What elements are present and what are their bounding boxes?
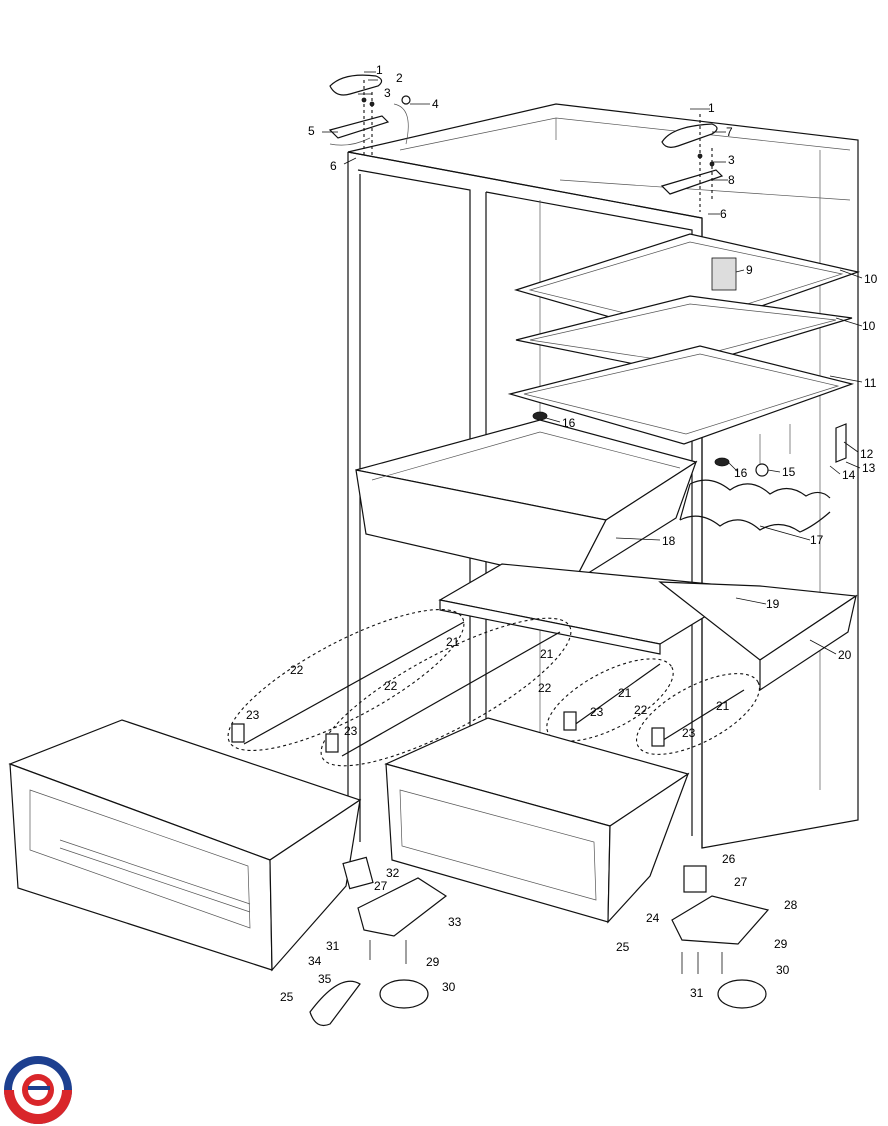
callout-29: 29 [774,937,788,951]
callout-1: 1 [708,101,715,115]
brand-logo-icon [4,1056,72,1124]
right-vegetable-bin [384,717,690,924]
wine-rack [679,479,831,533]
cabinet-outline [347,103,859,849]
knob-icon [755,463,769,477]
bracket-icon [835,423,847,463]
callout-15: 15 [782,465,796,479]
right-bottom-hinge-assembly [671,865,770,1009]
callout-18: 18 [662,534,676,548]
callout-11: 11 [864,376,877,390]
callout-21: 21 [618,686,632,700]
callout-2: 2 [396,71,403,85]
hinge-cover-icon [661,123,718,148]
callout-30: 30 [442,980,456,994]
callout-20: 20 [838,648,852,662]
handle-key-icon [309,980,361,1027]
callout-22: 22 [634,703,648,717]
callout-22: 22 [538,681,552,695]
callout-24: 24 [646,911,660,925]
label-sticker-icon [711,257,737,291]
callout-22: 22 [290,663,304,677]
right-top-hinge-assembly [660,114,724,212]
callout-12: 12 [860,447,874,461]
callout-22: 22 [384,679,398,693]
callout-31: 31 [690,986,704,1000]
callout-4: 4 [432,97,439,111]
callout-27: 27 [734,875,748,889]
clip-icon [714,457,730,467]
callout-30: 30 [776,963,790,977]
callout-14: 14 [842,468,856,482]
callout-33: 33 [448,915,462,929]
callout-3: 3 [384,86,391,100]
callout-21: 21 [540,647,554,661]
callout-9: 9 [746,263,753,277]
callout-10: 10 [862,319,876,333]
callout-6: 6 [720,207,727,221]
callout-29: 29 [426,955,440,969]
callout-23: 23 [246,708,260,722]
small-parts [532,411,847,477]
callout-23: 23 [590,705,604,719]
callout-35: 35 [318,972,332,986]
callout-3: 3 [728,153,735,167]
leader-lines [322,71,863,655]
callout-32: 32 [386,866,400,880]
callout-28: 28 [784,898,798,912]
callout-labels: 1 2 3 4 5 6 1 7 3 8 6 9 10 10 11 12 13 1… [246,63,878,1004]
tray-and-chiller [438,563,858,692]
callout-8: 8 [728,173,735,187]
callout-23: 23 [682,726,696,740]
callout-26: 26 [722,852,736,866]
callout-6: 6 [330,159,337,173]
hinge-cover-icon [329,74,383,96]
callout-31: 31 [326,939,340,953]
left-vegetable-bin [8,719,362,972]
callout-10: 10 [864,272,878,286]
callout-1: 1 [376,63,383,77]
glass-shelves [507,233,861,464]
callout-23: 23 [344,724,358,738]
crisper-drawer-upper [355,419,698,584]
callout-34: 34 [308,954,322,968]
callout-17: 17 [810,533,824,547]
callout-19: 19 [766,597,780,611]
callout-21: 21 [446,635,460,649]
callout-13: 13 [862,461,876,475]
clip-icon [532,411,548,421]
callout-5: 5 [308,124,315,138]
callout-25: 25 [616,940,630,954]
callout-25: 25 [280,990,294,1004]
callout-16: 16 [734,466,748,480]
callout-7: 7 [726,125,733,139]
callout-27: 27 [374,879,388,893]
callout-21: 21 [716,699,730,713]
left-top-hinge-assembly [328,74,411,156]
left-bottom-hinge-assembly [309,856,448,1027]
callout-16: 16 [562,416,576,430]
